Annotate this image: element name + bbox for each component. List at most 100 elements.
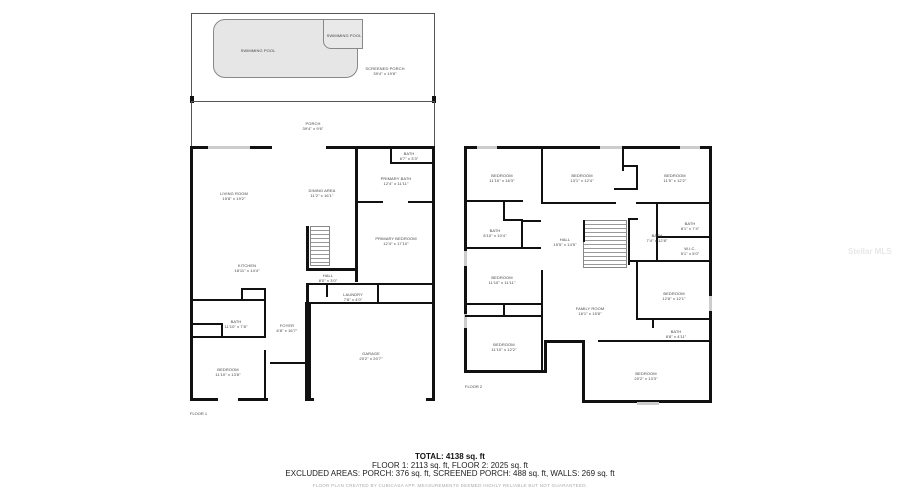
f1-window-top — [208, 146, 250, 149]
f2-wall-top-1 — [465, 146, 477, 149]
total-area: TOTAL: 4138 sq. ft — [415, 452, 485, 461]
label-laundry: LAUNDRY 7'8" x 4'0" — [343, 292, 363, 302]
label-living-room: LIVING ROOM 15'8" x 19'2" — [220, 191, 248, 201]
label-primary-bedroom: PRIMARY BEDROOM 12'4" x 17'10" — [375, 236, 417, 246]
f2-wall-bath-e-left — [656, 204, 658, 262]
label-garage: GARAGE 20'2" x 20'7" — [359, 351, 383, 361]
label-kitchen: KITCHEN 18'11" x 14'4" — [234, 263, 260, 273]
f1-wall-bath-small-bottom — [390, 162, 435, 164]
f2-wall-right-2 — [709, 311, 712, 402]
f2-window-left-2 — [464, 314, 467, 328]
f1-wall-bottom-garage-right — [426, 398, 435, 401]
f1-wall-top-mid — [250, 146, 272, 149]
f1-wall-bottom-left — [190, 398, 218, 401]
f2-wall-left — [464, 146, 467, 251]
f1-wall-laundry-left — [306, 283, 309, 303]
f2-wall-right — [709, 146, 712, 296]
f2-wall-bottom-left — [464, 370, 546, 373]
label-primary-bath: PRIMARY BATH 12'4" x 11'11" — [380, 176, 412, 186]
f1-wall-bath-small-left — [390, 146, 392, 164]
label-f2-bedroom-ne: BEDROOM 11'5" x 12'2" — [663, 173, 687, 183]
label-f2-bath-e: BATH 8'1" x 7'4" — [680, 221, 700, 231]
porch-post-right — [432, 96, 436, 103]
floor-1-label: FLOOR 1 — [190, 411, 208, 416]
f1-wall-right — [432, 146, 435, 401]
label-f2-bath-center: BATH 7'4" x 12'8" — [646, 233, 668, 243]
screened-porch-top-edge — [191, 13, 435, 14]
f2-wall-closet-f — [465, 315, 541, 317]
f2-wall-bath-w-right2 — [521, 220, 541, 222]
f2-wall-closet-c — [636, 165, 638, 190]
f2-wall-bath-w-right — [521, 219, 523, 249]
f2-wall-bedroom-nw-right — [541, 146, 543, 204]
f1-wall-laundry-top — [307, 283, 435, 285]
f2-wall-bath-w-top — [465, 200, 523, 202]
f2-window-top-3 — [680, 146, 700, 149]
f1-wall-primary-bath-bottom2 — [408, 201, 435, 203]
f2-wall-bath-w-bottom — [465, 247, 541, 249]
f2-wall-se-left — [582, 340, 585, 402]
f2-wall-wic-top — [656, 236, 711, 238]
label-f2-bedroom-sw: BEDROOM 11'10" x 12'2" — [491, 342, 517, 352]
label-bath: BATH 11'10" x 7'8" — [224, 319, 248, 329]
f2-wall-closet-a — [622, 146, 624, 171]
porch-post-left — [190, 96, 194, 103]
f1-wall-primary-bath-bottom — [355, 201, 383, 203]
f2-wall-left-2 — [464, 266, 467, 314]
f1-wall-bath-right — [264, 288, 266, 338]
screened-porch-right-edge — [434, 13, 435, 103]
label-f2-wic: W.I.C. 5'1" x 5'0" — [680, 246, 700, 256]
label-f2-bedroom-n: BEDROOM 13'1" x 12'4" — [570, 173, 594, 183]
f1-wall-laundry-right — [377, 283, 379, 303]
f2-window-right — [709, 296, 712, 311]
label-screened-porch: SCREENED PORCH 39'4" x 19'8" — [365, 66, 405, 76]
f1-wall-stair-bottom — [306, 268, 358, 271]
f1-wall-garage-top — [310, 302, 435, 304]
f2-wall-bath-w-closet — [503, 200, 505, 220]
f2-wall-bedroom-ne-bottom — [636, 202, 711, 204]
label-porch: PORCH 39'4" x 9'6" — [302, 121, 324, 131]
label-foyer: FOYER 6'8" x 16'7" — [276, 323, 298, 333]
label-bath-small: BATH 6'7" x 3'3" — [399, 151, 419, 161]
f2-wall-step — [544, 340, 547, 373]
f2-window-top-2 — [600, 146, 622, 149]
f1-wall-bath-bottom — [190, 336, 266, 338]
f1-wall-bath-inner — [190, 323, 222, 325]
disclaimer: FLOOR PLAN CREATED BY CUBICASA APP. MEAS… — [312, 483, 588, 488]
porch-left-edge — [191, 101, 192, 147]
f2-stairs — [583, 220, 627, 268]
f2-wall-closet-b — [622, 165, 637, 167]
f2-wall-bath-c-top — [628, 218, 638, 220]
f1-wall-stair-left — [306, 226, 309, 270]
label-bedroom: BEDROOM 11'10" x 13'8" — [215, 367, 241, 377]
f2-wall-closet-e — [503, 303, 505, 315]
f2-wall-step-top — [544, 340, 584, 343]
f2-wall-top-4 — [700, 146, 711, 149]
f1-wall-top-left — [191, 146, 208, 149]
label-f2-bath-w: BATH 8'10" x 10'4" — [483, 228, 507, 238]
f2-wall-bath-c-bottom — [628, 260, 711, 262]
label-swimming-pool-spa: SWIMMING POOL — [326, 33, 362, 38]
f2-wall-family-bottom — [598, 340, 712, 342]
f1-wall-top-right — [326, 146, 434, 149]
f2-wall-bath-c-left — [628, 220, 630, 265]
label-f2-bedroom-e: BEDROOM 12'8" x 12'1" — [662, 291, 686, 301]
f2-wall-stair-left — [583, 220, 585, 242]
label-f2-hall: HALL 15'5" x 14'5" — [553, 237, 577, 247]
label-f2-bath-se: BATH 8'8" x 4'11" — [665, 329, 687, 339]
f2-wall-bath-se-top — [636, 318, 712, 320]
label-swimming-pool-main: SWIMMING POOL — [240, 48, 276, 53]
f1-wall-bottom-left2 — [238, 398, 268, 401]
watermark: Stellar MLS — [848, 247, 892, 256]
f2-wall-bedroom-n-bottom — [541, 202, 616, 204]
swimming-pool-spa — [323, 19, 363, 49]
label-f2-bedroom-w: BEDROOM 11'10" x 11'11" — [488, 275, 516, 285]
f1-wall-bath-top — [190, 299, 265, 301]
f2-wall-closet-d — [614, 188, 638, 190]
f2-wall-left-3 — [464, 328, 467, 372]
label-dining-area: DINING AREA 11'2" x 16'1" — [308, 188, 336, 198]
label-hall: HALL 8'0" x 3'0" — [318, 273, 338, 283]
f2-wall-bedroom-e-left — [636, 262, 638, 320]
f1-wall-bedroom-right — [264, 350, 266, 401]
f1-wall-closet-left — [241, 288, 243, 301]
